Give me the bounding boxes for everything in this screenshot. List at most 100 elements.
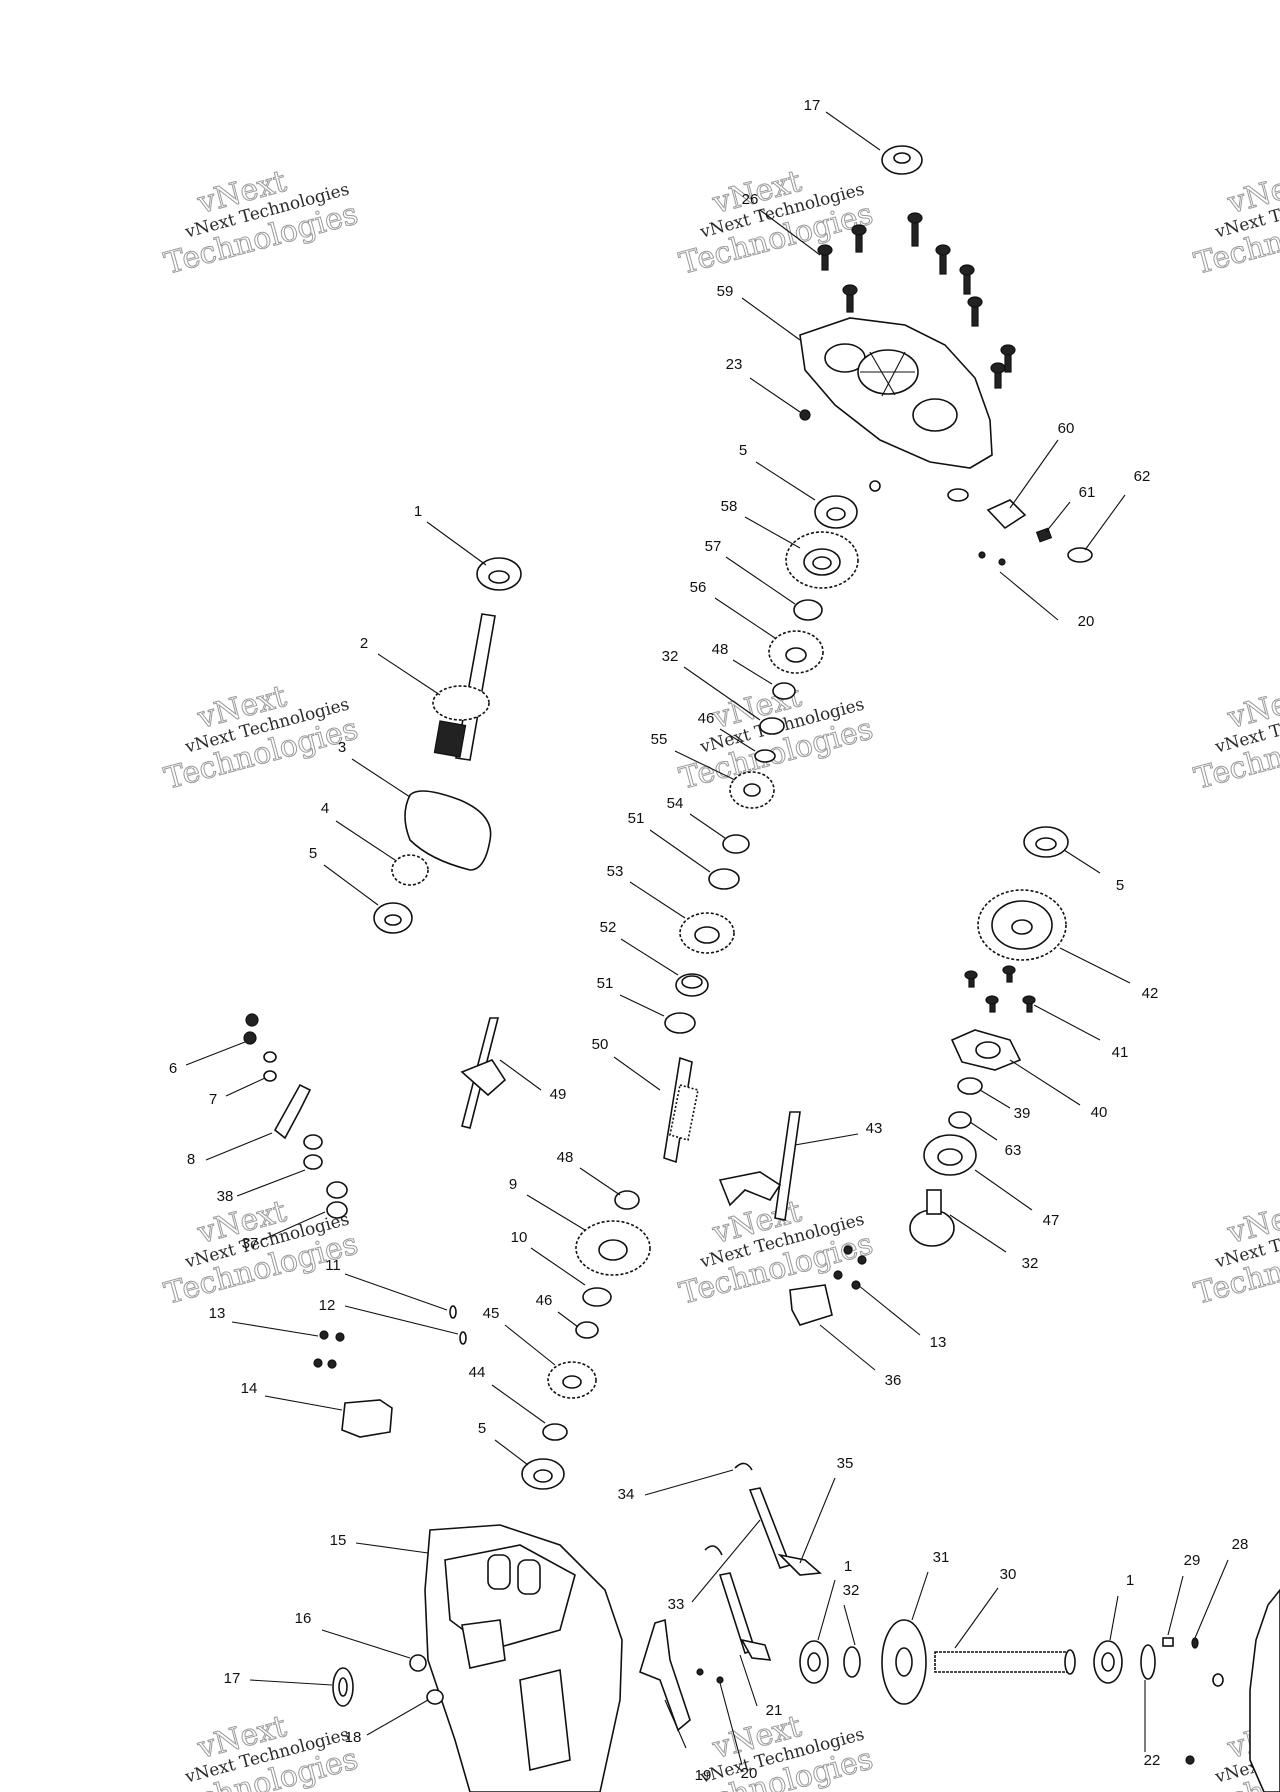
callout-label: 48 — [712, 641, 729, 658]
part-30-output-shaft — [934, 1649, 1076, 1675]
leader-line — [1059, 947, 1131, 984]
callout-label: 9 — [509, 1176, 517, 1193]
callout-49: 49 — [499, 1059, 566, 1103]
part-1-bearing-right — [1093, 1640, 1123, 1684]
callout-32: 32 — [949, 1214, 1038, 1272]
part-1-bearing-bottom — [799, 1640, 829, 1684]
leader-line — [1009, 1059, 1081, 1106]
part-6-nut — [245, 1013, 259, 1027]
part-3-chain — [404, 790, 492, 871]
part-35-shift-rail — [748, 1487, 822, 1576]
callout-23: 23 — [726, 356, 801, 413]
leader-line — [759, 209, 821, 256]
part-12-pin — [459, 1331, 467, 1345]
leader-line — [351, 758, 411, 798]
callout-label: 10 — [511, 1229, 528, 1246]
callout-48: 48 — [557, 1149, 621, 1196]
part-5-bearing-right — [1023, 826, 1069, 858]
leader-line — [530, 1247, 586, 1286]
leader-line — [335, 820, 396, 861]
callout-label: 35 — [837, 1455, 854, 1472]
part-17-washer-top — [881, 145, 923, 175]
callout-35: 35 — [799, 1455, 854, 1564]
part-41-screws — [964, 965, 1036, 1013]
callout-6: 6 — [169, 1041, 246, 1077]
part-15-main-housing — [424, 1524, 623, 1792]
callout-label: 36 — [885, 1372, 902, 1389]
callout-label: 57 — [705, 538, 722, 555]
part-5-bearing-lower — [521, 1458, 565, 1490]
leader-line — [225, 1077, 266, 1097]
part-51-ring-lower — [664, 1012, 696, 1034]
callout-19: 19 — [664, 1699, 711, 1784]
leader-line — [969, 1121, 998, 1141]
part-4-sprocket — [391, 854, 429, 886]
callout-label: 30 — [1000, 1566, 1017, 1583]
callout-label: 47 — [1043, 1212, 1060, 1229]
leader-line — [249, 1679, 333, 1686]
callout-43: 43 — [794, 1120, 882, 1146]
callout-15: 15 — [330, 1532, 429, 1554]
leader-line — [725, 556, 796, 605]
callout-label: 59 — [717, 283, 734, 300]
callout-label: 42 — [1142, 985, 1159, 1002]
callout-63: 63 — [969, 1121, 1022, 1159]
callout-46: 46 — [698, 710, 756, 752]
leader-line — [504, 1324, 556, 1366]
part-18-ring — [426, 1689, 444, 1705]
leader-line — [1009, 439, 1059, 509]
callout-label: 12 — [319, 1297, 336, 1314]
part-34-circlip — [734, 1462, 753, 1471]
part-48-ring-lower — [614, 1190, 640, 1210]
leader-line — [949, 1214, 1007, 1253]
callout-48: 48 — [712, 641, 773, 685]
leader-line — [974, 1169, 1033, 1211]
leader-line — [799, 1477, 836, 1564]
callout-46: 46 — [536, 1292, 579, 1328]
callout-label: 29 — [1184, 1552, 1201, 1569]
leader-line — [499, 1059, 542, 1091]
part-20-21-screws — [696, 1668, 724, 1684]
leader-line — [755, 461, 816, 501]
part-31-disc — [881, 1619, 927, 1705]
part-43-shift-fork — [718, 1111, 801, 1221]
part-23-nut — [799, 409, 811, 421]
callout-label: 18 — [345, 1729, 362, 1746]
part-26-bolts — [817, 212, 1016, 389]
part-40-flange — [950, 1029, 1022, 1071]
leader-line — [843, 1604, 856, 1646]
part-2-input-shaft — [432, 613, 496, 761]
leader-line — [911, 1571, 929, 1621]
leader-line — [674, 750, 736, 781]
callout-37: 37 — [242, 1211, 326, 1252]
part-7-washer — [263, 1051, 277, 1063]
leader-line — [1084, 494, 1126, 551]
callout-label: 60 — [1058, 420, 1075, 437]
callout-42: 42 — [1059, 947, 1159, 1002]
part-49-shift-rail — [460, 1017, 507, 1129]
callout-26: 26 — [742, 191, 821, 256]
callout-label: 39 — [1014, 1105, 1031, 1122]
part-34-circlip — [704, 1545, 723, 1556]
callout-57: 57 — [705, 538, 796, 605]
callout-44: 44 — [469, 1364, 546, 1424]
callout-20: 20 — [719, 1682, 757, 1782]
part-8-bracket — [273, 1083, 312, 1140]
callout-label: 20 — [1078, 613, 1095, 630]
part-32-ring-bottom — [843, 1646, 861, 1678]
callout-28: 28 — [1194, 1536, 1248, 1639]
callout-label: 63 — [1005, 1142, 1022, 1159]
callout-55: 55 — [651, 731, 736, 781]
part-54-ring — [722, 834, 750, 854]
callout-29: 29 — [1167, 1552, 1201, 1636]
callout-61: 61 — [1045, 484, 1095, 533]
leader-line — [649, 829, 711, 873]
callout-9: 9 — [509, 1176, 586, 1231]
part-55-gear — [729, 771, 775, 809]
part-19-fork — [639, 1618, 691, 1732]
part-32-ring-lower — [582, 1287, 612, 1307]
